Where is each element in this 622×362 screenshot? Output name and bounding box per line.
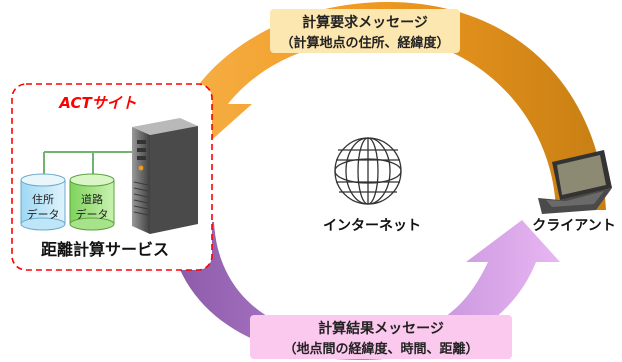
server-icon: [132, 118, 198, 234]
request-arrow: [160, 2, 606, 210]
act-site-box: ACTサイト 住所 データ 道路 データ: [11, 83, 213, 271]
road-data-label-line1: 道路: [81, 192, 103, 206]
internet-label: インターネット: [323, 218, 421, 234]
request-message-line1: 計算要求メッセージ: [302, 14, 428, 31]
result-message-label: 計算結果メッセージ （地点間の経緯度、時間、距離）: [250, 315, 512, 359]
distance-service-label: 距離計算サービス: [41, 240, 169, 259]
client-label: クライアント: [532, 218, 615, 234]
internet-globe-icon: [334, 137, 402, 205]
road-database-icon: 道路 データ: [69, 173, 115, 231]
result-message-line2: （地点間の経緯度、時間、距離）: [283, 341, 478, 357]
db-connector-lines: [43, 151, 135, 176]
address-data-label-line1: 住所: [32, 192, 54, 206]
request-message-line2: （計算地点の住所、経緯度）: [280, 35, 449, 51]
address-data-label-line2: データ: [27, 207, 60, 221]
result-message-line1: 計算結果メッセージ: [318, 320, 444, 337]
request-message-label: 計算要求メッセージ （計算地点の住所、経緯度）: [270, 9, 460, 53]
act-site-title: ACTサイト: [58, 94, 136, 112]
address-database-icon: 住所 データ: [20, 173, 66, 231]
laptop-icon: [538, 150, 612, 214]
road-data-label-line2: データ: [76, 207, 109, 221]
